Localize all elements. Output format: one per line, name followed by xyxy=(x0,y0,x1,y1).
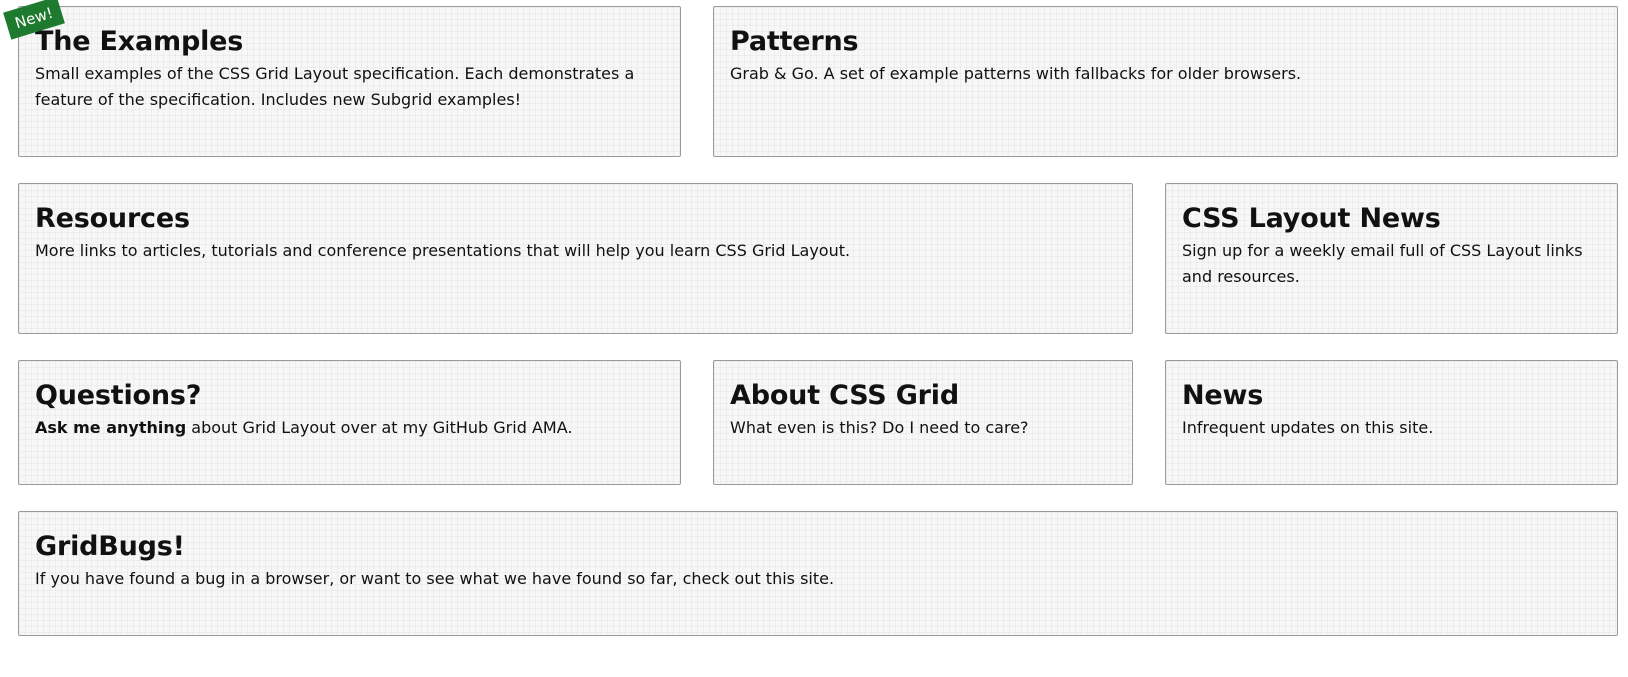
card-title: Patterns xyxy=(730,26,859,57)
card-description: Small examples of the CSS Grid Layout sp… xyxy=(35,64,635,109)
card-gridbugs[interactable]: GridBugs! If you have found a bug in a b… xyxy=(18,511,1618,636)
card-news[interactable]: News Infrequent updates on this site. xyxy=(1165,360,1618,485)
card-description: Sign up for a weekly email full of CSS L… xyxy=(1182,241,1583,286)
card-css-layout-news[interactable]: CSS Layout News Sign up for a weekly ema… xyxy=(1165,183,1618,334)
card-description: Infrequent updates on this site. xyxy=(1182,418,1434,437)
card-description: What even is this? Do I need to care? xyxy=(730,418,1029,437)
ask-me-anything-text: Ask me anything xyxy=(35,418,187,437)
card-resources[interactable]: Resources More links to articles, tutori… xyxy=(18,183,1133,334)
card-description-rest: about Grid Layout over at my GitHub Grid… xyxy=(186,418,573,437)
card-title: The Examples xyxy=(35,26,244,57)
card-about-css-grid[interactable]: About CSS Grid What even is this? Do I n… xyxy=(713,360,1133,485)
card-description: Grab & Go. A set of example patterns wit… xyxy=(730,64,1302,83)
card-description: More links to articles, tutorials and co… xyxy=(35,241,851,260)
card-title: Resources xyxy=(35,203,190,234)
card-title: News xyxy=(1182,380,1264,411)
card-title: CSS Layout News xyxy=(1182,203,1441,234)
card-patterns[interactable]: Patterns Grab & Go. A set of example pat… xyxy=(713,6,1618,157)
card-the-examples[interactable]: The Examples Small examples of the CSS G… xyxy=(18,6,681,157)
card-title: About CSS Grid xyxy=(730,380,959,411)
card-description: Ask me anything about Grid Layout over a… xyxy=(35,415,664,441)
card-questions[interactable]: Questions? Ask me anything about Grid La… xyxy=(18,360,681,485)
card-title: GridBugs! xyxy=(35,531,185,562)
card-title: Questions? xyxy=(35,380,202,411)
card-description: If you have found a bug in a browser, or… xyxy=(35,569,835,588)
